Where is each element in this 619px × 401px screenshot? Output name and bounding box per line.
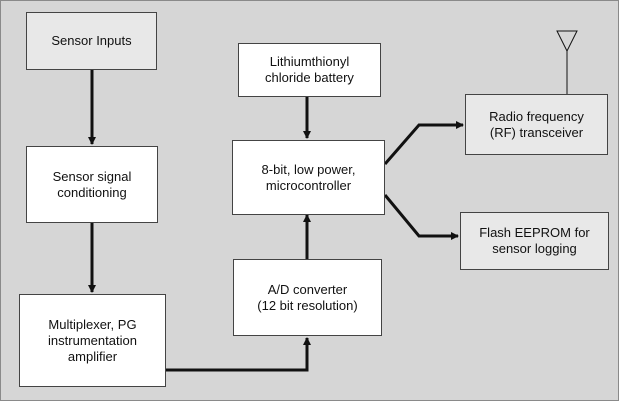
node-multiplexer: Multiplexer, PG instrumentation amplifie… <box>19 294 166 387</box>
node-battery: Lithiumthionyl chloride battery <box>238 43 381 97</box>
node-label: Lithiumthionyl chloride battery <box>265 54 354 85</box>
edge-multiplexer-to-adc <box>166 337 311 372</box>
node-label: Radio frequency (RF) transceiver <box>489 108 584 140</box>
node-label: Sensor Inputs <box>51 33 132 48</box>
node-microcontroller: 8-bit, low power, microcontroller <box>232 140 385 215</box>
node-label: 8-bit, low power, microcontroller <box>261 161 356 193</box>
node-rf-transceiver: Radio frequency (RF) transceiver <box>465 94 608 155</box>
node-label: A/D converter (12 bit resolution) <box>257 281 358 313</box>
node-ad-converter: A/D converter (12 bit resolution) <box>233 259 382 336</box>
node-sensor-inputs: Sensor Inputs <box>26 12 157 70</box>
node-label: Flash EEPROM for sensor logging <box>479 225 590 256</box>
node-label: Multiplexer, PG instrumentation amplifie… <box>48 316 137 364</box>
node-sensor-signal-conditioning: Sensor signal conditioning <box>26 146 158 223</box>
node-flash-eeprom: Flash EEPROM for sensor logging <box>460 212 609 270</box>
edge-microcontroller-to-rf <box>383 121 464 165</box>
edge-microcontroller-to-eeprom <box>383 194 459 240</box>
node-label: Sensor signal conditioning <box>52 168 132 200</box>
antenna-icon <box>556 30 578 94</box>
